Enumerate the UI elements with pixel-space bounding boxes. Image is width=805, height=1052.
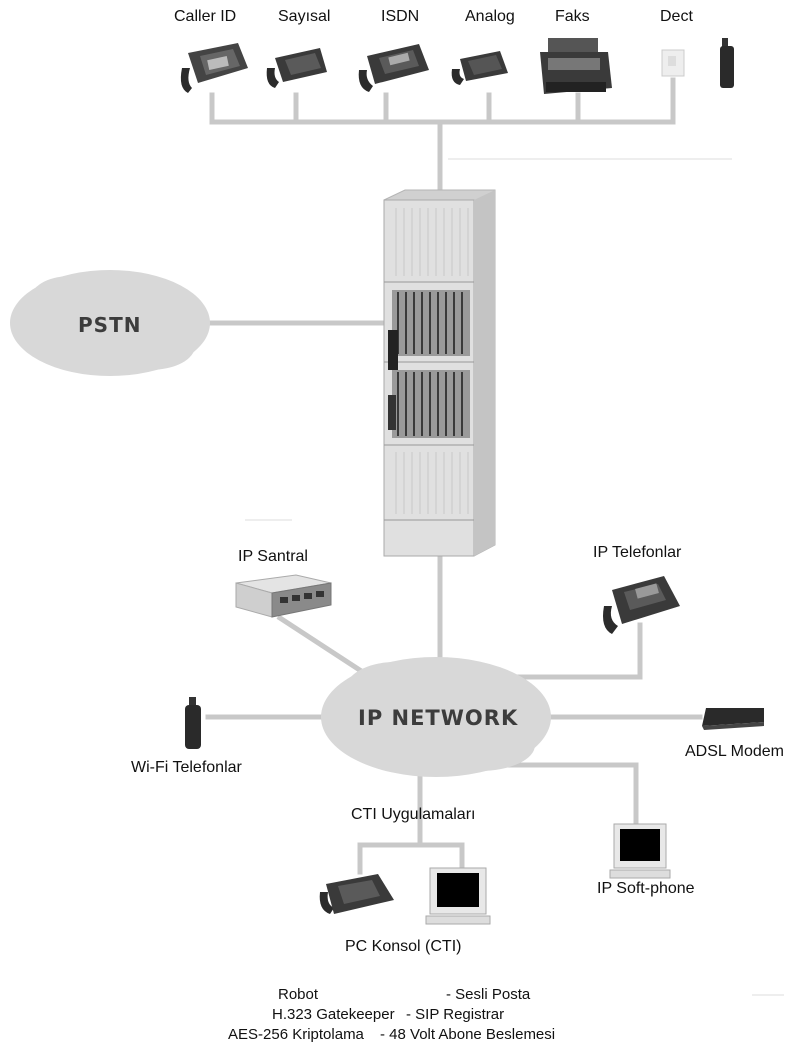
dect-label: Dect	[660, 8, 693, 25]
feature-robot: Robot	[278, 986, 319, 1003]
caller-id-label: Caller ID	[174, 8, 237, 25]
ip-phone-icon	[603, 576, 680, 634]
feature-h323-gatekeeper: H.323 Gatekeeper	[272, 1006, 395, 1023]
pc-konsol-label: PC Konsol (CTI)	[345, 938, 462, 955]
feature-aes-256: AES-256 Kriptolama	[228, 1026, 364, 1043]
santral-rack-cabinet	[383, 189, 496, 557]
faks-machine-icon	[540, 38, 612, 94]
sayisal-label: Sayısal	[278, 8, 331, 25]
dect-base-icon	[661, 49, 685, 77]
ip-telefonlar-label: IP Telefonlar	[593, 544, 682, 561]
wifi-telefonlar-label: Wi-Fi Telefonlar	[131, 759, 242, 776]
adsl-modem-label: ADSL Modem	[685, 743, 784, 760]
cti-pc-monitor-icon	[425, 867, 491, 925]
ip-santral-device-icon	[235, 574, 332, 618]
feature-sesli-posta: - Sesli Posta	[446, 986, 531, 1003]
cti-uygulamalari-label: CTI Uygulamaları	[351, 806, 476, 823]
santral-link-line	[276, 614, 379, 684]
isdn-phone-icon	[358, 44, 429, 92]
feature-sip-registrar: - SIP Registrar	[406, 1006, 505, 1023]
cti-phone-icon	[319, 874, 394, 914]
pstn-label: PSTN	[78, 313, 142, 337]
sayisal-phone-icon	[266, 48, 327, 88]
ip-network-cloud	[321, 657, 551, 777]
dect-handset-icon	[720, 38, 734, 88]
feature-48-volt: - 48 Volt Abone Beslemesi	[380, 1026, 556, 1043]
adsl-modem-icon	[702, 708, 764, 730]
isdn-label: ISDN	[381, 8, 420, 25]
ip-network-label: IP NETWORK	[358, 706, 519, 730]
analog-label: Analog	[465, 8, 515, 25]
faks-label: Faks	[555, 8, 590, 25]
ip-santral-label: IP Santral	[238, 548, 308, 565]
analog-phone-icon	[451, 51, 508, 85]
pstn-cloud	[10, 270, 210, 376]
ip-soft-phone-label: IP Soft-phone	[597, 880, 695, 897]
wifi-phone-icon	[185, 697, 201, 749]
caller-id-phone-icon	[180, 43, 248, 93]
ip-soft-phone-monitor-icon	[609, 823, 671, 879]
